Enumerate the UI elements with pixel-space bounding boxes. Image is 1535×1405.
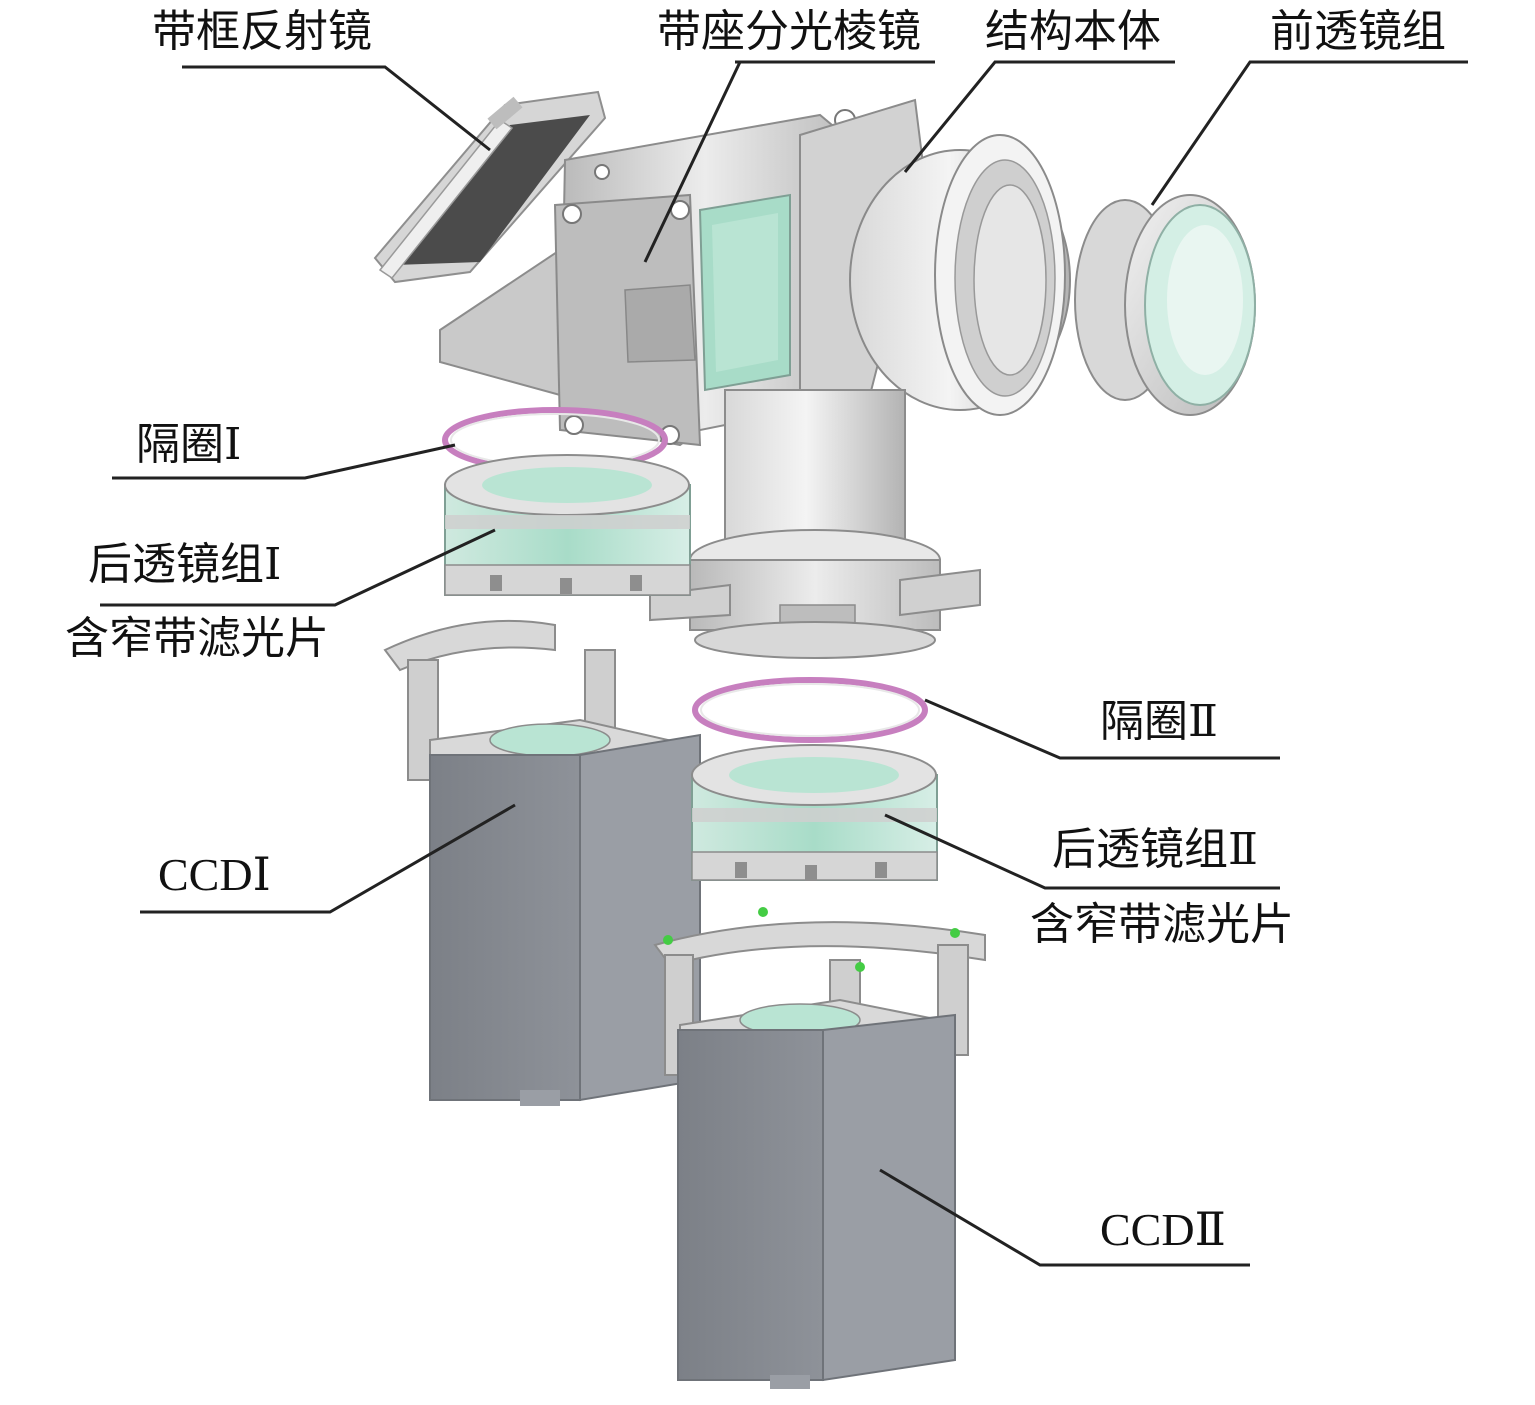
spacer-2-part	[692, 677, 928, 743]
leader-lines	[100, 60, 1468, 1267]
label-rear-lens-group-2: 后透镜组Ⅱ	[1052, 824, 1258, 875]
rear-lens-group-1-part	[444, 454, 691, 596]
leader-prism-diag	[643, 61, 742, 263]
label-filter-note-1: 含窄带滤光片	[65, 613, 329, 664]
leader-ccd-2	[879, 1168, 1250, 1267]
label-ccd-1: CCDⅠ	[158, 849, 271, 900]
framed-mirror-part	[373, 90, 607, 284]
label-rear-lens-group-1: 后透镜组Ⅰ	[88, 539, 282, 590]
prism-housing-part	[439, 109, 889, 447]
leader-spacer-2	[924, 698, 1280, 760]
leader-rear-lens-1	[100, 528, 496, 607]
leader-front-lens	[1150, 60, 1468, 206]
label-framed-mirror: 带框反射镜	[152, 6, 372, 57]
label-filter-note-2: 含窄带滤光片	[1030, 899, 1294, 950]
ccd-2-part	[653, 907, 986, 1389]
label-front-lens-group: 前透镜组	[1270, 6, 1446, 57]
leader-ccd-1	[140, 803, 516, 914]
leader-rear-lens-2	[884, 813, 1280, 890]
ccd-1-part	[383, 619, 701, 1106]
leader-structure-body	[903, 60, 1175, 173]
label-structure-body: 结构本体	[985, 6, 1161, 57]
front-lens-group-part	[1074, 194, 1256, 416]
rear-lens-group-2-part	[691, 744, 938, 881]
structure-body-part	[649, 98, 1071, 659]
label-spacer-1: 隔圈Ⅰ	[136, 419, 242, 470]
label-ccd-2: CCDⅡ	[1100, 1204, 1226, 1255]
label-mounted-prism: 带座分光棱镜	[657, 6, 921, 57]
label-spacer-2: 隔圈Ⅱ	[1100, 696, 1218, 747]
leader-spacer-1	[112, 443, 456, 480]
leader-framed-mirror	[182, 65, 491, 152]
